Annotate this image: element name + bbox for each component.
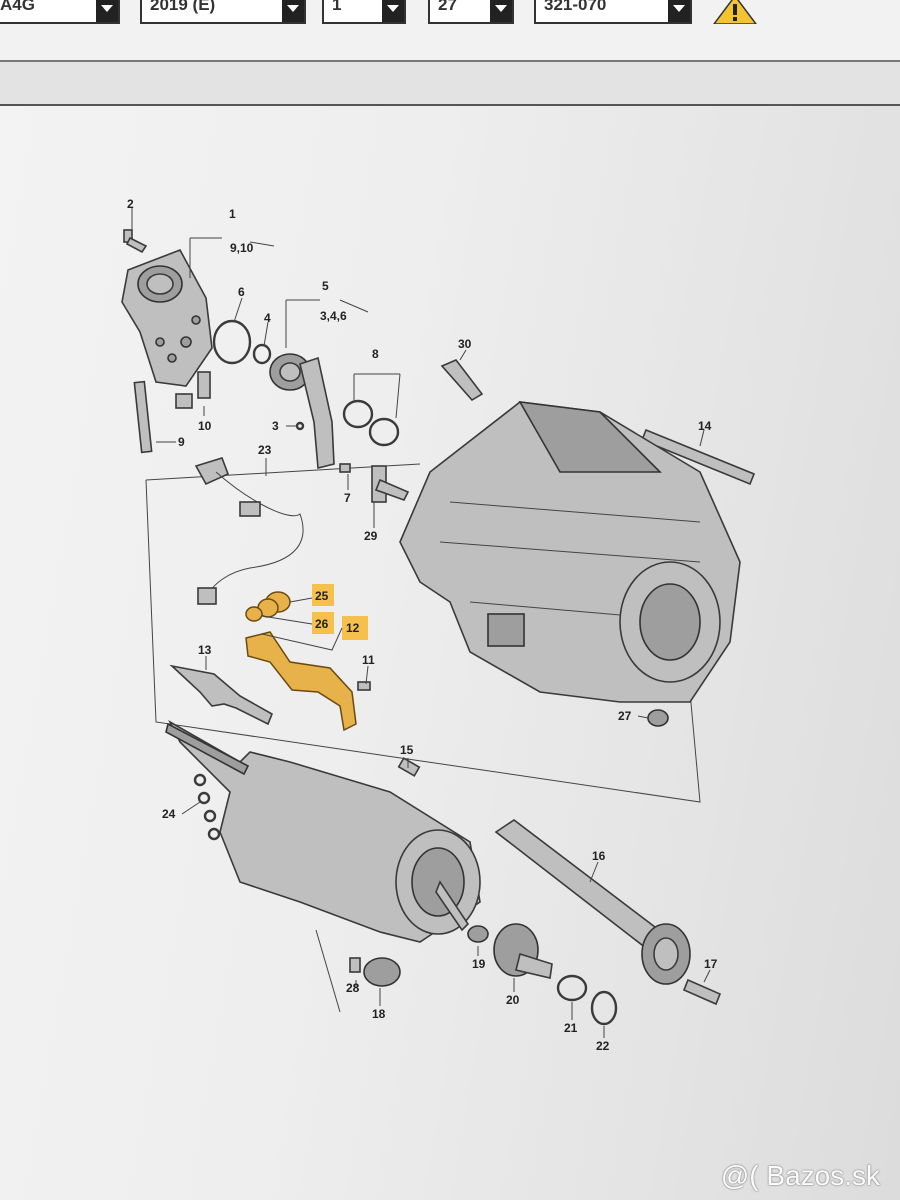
callout-2[interactable]: 2 [127, 197, 134, 211]
pin-3[interactable] [295, 421, 305, 431]
fitting-10[interactable] [175, 371, 211, 409]
callout-highlight-12 [342, 616, 368, 640]
callout-7[interactable]: 7 [344, 491, 351, 505]
callout-17[interactable]: 17 [704, 957, 718, 971]
o-ring-22[interactable] [590, 990, 618, 1026]
seal-4[interactable] [252, 343, 272, 365]
callout-highlight-25 [312, 584, 334, 606]
callout-19[interactable]: 19 [472, 957, 486, 971]
year-select-dropdown-icon[interactable] [282, 0, 304, 22]
callout-4[interactable]: 4 [264, 311, 271, 325]
callout-25[interactable]: 25 [315, 589, 329, 603]
callout-24[interactable]: 24 [162, 807, 176, 821]
transmission-case[interactable] [399, 401, 741, 703]
bolt-17[interactable] [682, 978, 722, 1006]
callout-5[interactable]: 5 [322, 279, 329, 293]
callout-15[interactable]: 15 [400, 743, 414, 757]
callout-14[interactable]: 14 [698, 419, 712, 433]
o-ring-6[interactable] [212, 319, 252, 365]
callout-1[interactable]: 1 [229, 207, 236, 221]
model-select[interactable]: A4G [0, 0, 120, 24]
callout-28[interactable]: 28 [346, 981, 360, 995]
selector-shaft-14[interactable] [640, 428, 756, 486]
callout-12[interactable]: 12 [346, 621, 360, 635]
release-bearing-5[interactable] [269, 353, 335, 470]
callout-26[interactable]: 26 [315, 617, 329, 631]
callout-27[interactable]: 27 [618, 709, 632, 723]
group-select-dropdown-icon[interactable] [382, 0, 404, 22]
callout-23[interactable]: 23 [258, 443, 272, 457]
assembly-frame-line [145, 479, 701, 803]
watermark: @( Bazos.sk [720, 1160, 880, 1191]
illustration-select-dropdown-icon[interactable] [668, 0, 690, 22]
warning-triangle-icon[interactable] [712, 0, 758, 24]
bracket-13[interactable] [169, 664, 274, 726]
bush-25[interactable] [257, 591, 291, 618]
model-select-dropdown-icon[interactable] [96, 0, 118, 22]
shaft-seal-8b[interactable] [368, 417, 400, 447]
callout-22[interactable]: 22 [596, 1039, 610, 1053]
screw-11[interactable] [357, 681, 371, 691]
screw-28[interactable] [349, 957, 361, 973]
callout-30[interactable]: 30 [458, 337, 472, 351]
bush-26[interactable] [245, 606, 263, 622]
group-select[interactable]: 1 [322, 0, 406, 24]
illustration-panel: 1 9,10 5 3,4,6 8 12 2 6 4 3 7 9 10 23 29… [0, 104, 900, 1200]
output-shaft-16[interactable] [494, 819, 691, 985]
toolbar-separator-band [0, 60, 900, 108]
wiring-harness-23[interactable] [194, 457, 304, 605]
assembly-frame-bottom [315, 929, 341, 1013]
callout-20[interactable]: 20 [506, 993, 520, 1007]
shift-fork-12[interactable] [245, 631, 357, 732]
callout-highlight-26 [312, 612, 334, 634]
callout-21[interactable]: 21 [564, 1021, 578, 1035]
gearbox-body[interactable] [165, 719, 481, 943]
callout-6[interactable]: 6 [238, 285, 245, 299]
callout-16[interactable]: 16 [592, 849, 606, 863]
guide-rod-9[interactable] [133, 380, 153, 454]
model-select-value: A4G [0, 0, 35, 14]
callout-10[interactable]: 10 [198, 419, 212, 433]
callout-8[interactable]: 8 [372, 347, 379, 361]
cover-18[interactable] [363, 957, 401, 987]
shaft-seal-8a[interactable] [342, 399, 374, 429]
callout-1-sub: 9,10 [230, 241, 254, 255]
callout-29[interactable]: 29 [364, 529, 378, 543]
ring-21[interactable] [556, 974, 588, 1002]
plugs-24[interactable] [193, 773, 221, 841]
callout-18[interactable]: 18 [372, 1007, 386, 1021]
callout-5-sub: 3,4,6 [320, 309, 347, 323]
illustration-select[interactable]: 321-070 [534, 0, 692, 24]
callout-13[interactable]: 13 [198, 643, 212, 657]
bolt-2[interactable] [123, 229, 148, 254]
subgroup-select-value: 27 [438, 0, 457, 14]
callout-3[interactable]: 3 [272, 419, 279, 433]
subgroup-select[interactable]: 27 [428, 0, 514, 24]
gear-20[interactable] [493, 923, 553, 979]
bolt-15[interactable] [397, 757, 421, 777]
bearing-19[interactable] [467, 925, 489, 943]
illustration-select-value: 321-070 [544, 0, 607, 14]
callout-11[interactable]: 11 [362, 653, 375, 667]
shift-lever-29[interactable] [371, 465, 410, 503]
callout-9[interactable]: 9 [178, 435, 185, 449]
selector-housing-1[interactable] [121, 249, 213, 387]
group-select-value: 1 [332, 0, 342, 14]
subgroup-select-dropdown-icon[interactable] [490, 0, 512, 22]
catalog-toolbar: A4G 2019 (E) 1 27 321-070 [0, 0, 900, 64]
washer-27[interactable] [647, 709, 669, 727]
breather-30[interactable] [440, 359, 484, 402]
exploded-gearbox-diagram: 1 9,10 5 3,4,6 8 12 2 6 4 3 7 9 10 23 29… [121, 197, 756, 1053]
year-select-value: 2019 (E) [150, 0, 216, 14]
year-select[interactable]: 2019 (E) [140, 0, 306, 24]
screw-7[interactable] [339, 463, 351, 473]
